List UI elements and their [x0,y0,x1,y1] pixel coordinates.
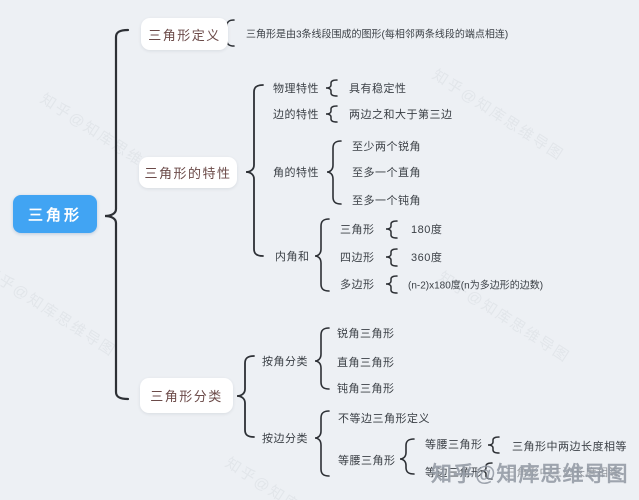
brace [314,410,330,477]
node-side-property[interactable]: 边的特性 [273,109,319,121]
brace [236,355,255,438]
node-interior-triangle-value[interactable]: 180度 [411,224,443,236]
node-interior-polygon[interactable]: 多边形 [340,279,375,291]
node-equilateral[interactable]: 等边三角形 [425,467,483,479]
brace [325,79,338,97]
brace [487,436,500,454]
brace [245,84,264,257]
brace [326,140,342,205]
node-by-angle-item[interactable]: 直角三角形 [337,357,395,369]
node-physical-property[interactable]: 物理特性 [273,83,319,95]
node-side-detail[interactable]: 两边之和大于第三边 [349,109,453,121]
node-by-angle-item[interactable]: 钝角三角形 [337,383,395,395]
node-isosceles[interactable]: 等腰三角形 [425,439,483,451]
node-angle-property[interactable]: 角的特性 [273,167,319,179]
brace [399,438,415,475]
node-definition[interactable]: 三角形定义 [141,18,228,50]
node-isosceles-detail[interactable]: 三角形中两边长度相等 [512,441,627,453]
brace [385,275,398,294]
brace [314,218,330,292]
node-physical-detail[interactable]: 具有稳定性 [349,83,407,95]
node-interior-quad[interactable]: 四边形 [340,252,375,264]
node-angle-item[interactable]: 至多一个钝角 [352,195,421,207]
node-angle-item[interactable]: 至多一个直角 [352,167,421,179]
node-scalene[interactable]: 不等边三角形定义 [338,413,430,425]
node-interior-triangle[interactable]: 三角形 [340,224,375,236]
node-by-side[interactable]: 按边分类 [262,433,308,445]
node-isosceles-group[interactable]: 等腰三角形 [338,455,396,467]
brace [385,220,398,239]
watermark-faint: 知乎@知库思维导图 [0,262,119,361]
node-definition-detail[interactable]: 三角形是由3条线段围成的图形(每相邻两条线段的端点相连) [246,29,509,41]
node-interior-polygon-value[interactable]: (n-2)x180度(n为多边形的边数) [408,280,544,292]
brace [325,105,338,123]
brace [104,28,130,401]
node-by-angle[interactable]: 按角分类 [262,356,308,368]
node-equilateral-detail[interactable]: 三角形中三边长度相等 [505,467,620,479]
node-interior-quad-value[interactable]: 360度 [411,252,443,264]
node-classification[interactable]: 三角形分类 [140,378,233,413]
node-root[interactable]: 三角形 [13,195,97,233]
node-by-angle-item[interactable]: 锐角三角形 [337,328,395,340]
brace [314,327,330,390]
node-angle-item[interactable]: 至少两个锐角 [352,141,421,153]
node-properties[interactable]: 三角形的特性 [139,157,237,188]
brace [385,248,398,267]
node-interior-sum[interactable]: 内角和 [275,251,310,263]
